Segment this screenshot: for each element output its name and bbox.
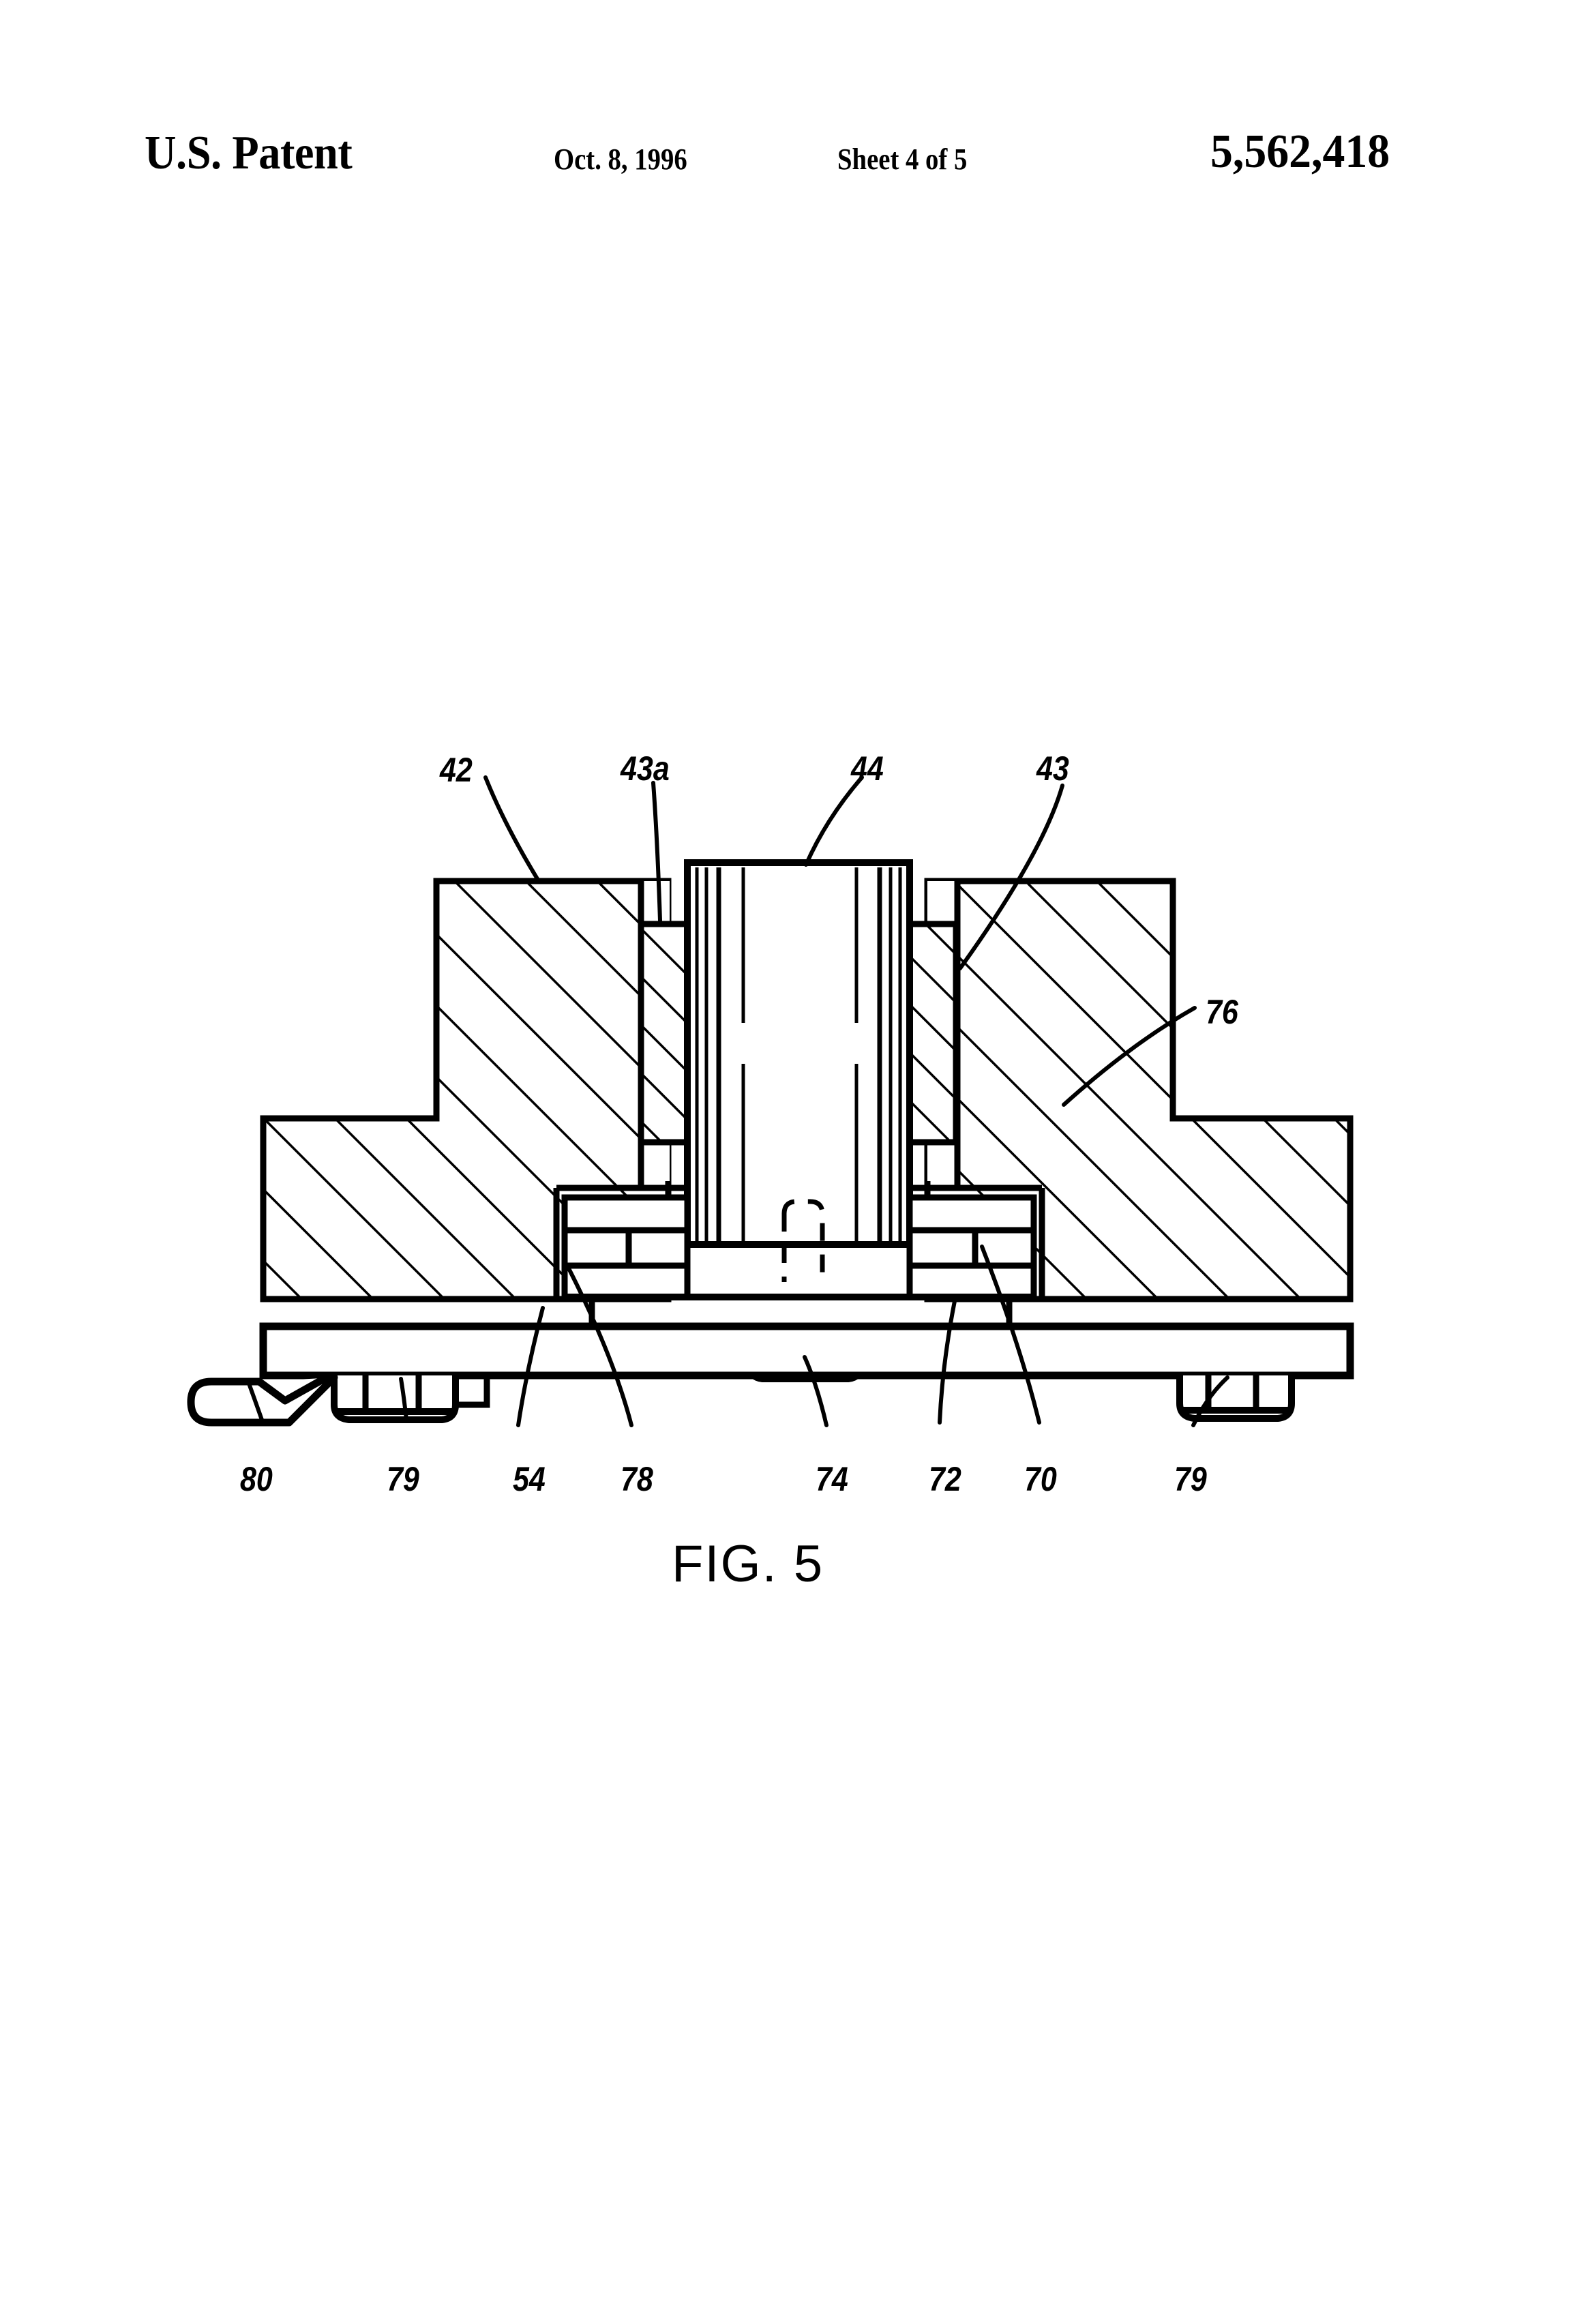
ref-numeral-54: 54: [513, 1460, 546, 1498]
leader-lines-top: [483, 775, 1064, 970]
ref-numeral-76: 76: [1206, 993, 1238, 1031]
patent-date: Oct. 8, 1996: [554, 143, 687, 176]
figure-linework: [187, 775, 1354, 1427]
ref-numeral-79l: 79: [387, 1460, 419, 1498]
left-pocket-top: [641, 881, 670, 926]
flange-plate-left-lower: [561, 1262, 691, 1300]
flange-plate-right-lower: [906, 1262, 1037, 1300]
hook-bolt-shank: [187, 1373, 338, 1427]
flange-plate-right-upper: [906, 1194, 1037, 1234]
ref-numeral-74: 74: [816, 1460, 848, 1498]
leader-72: [938, 1299, 957, 1425]
j-hook-bolt-80: [187, 1372, 338, 1427]
hook-bolt-bend: [256, 1372, 332, 1405]
leader-79-left: [399, 1377, 408, 1422]
central-column-44: [684, 859, 913, 1248]
leader-44: [804, 775, 864, 867]
leader-78: [567, 1266, 633, 1427]
flange-plate-right-middle: [906, 1227, 1037, 1269]
leader-79-right: [1191, 1375, 1229, 1427]
ref-numeral-80: 80: [240, 1460, 273, 1498]
leader-80: [246, 1380, 264, 1422]
leader-74: [803, 1355, 829, 1427]
left-pocket-bottom: [641, 1140, 670, 1181]
left-nut-washer-stub: [452, 1375, 490, 1408]
right-bushing-43: [905, 881, 961, 1187]
leader-lines-right: [1062, 1006, 1197, 1107]
leader-70: [980, 1245, 1041, 1425]
sheet-number: Sheet 4 of 5: [837, 143, 968, 176]
right-hex-nut-79: [1176, 1375, 1295, 1422]
lower-flange-assembly: [553, 1185, 1045, 1330]
figure-caption: FIG. 5: [672, 1535, 824, 1593]
ref-numeral-42: 42: [440, 751, 473, 789]
patent-office-title: U.S. Patent: [145, 127, 353, 179]
right-pocket-bottom: [927, 1140, 957, 1181]
ref-numeral-79r: 79: [1174, 1460, 1207, 1498]
ref-numeral-72: 72: [929, 1460, 961, 1498]
right-pocket-top: [927, 881, 957, 926]
base-plate-rect: [259, 1322, 1354, 1380]
leader-76: [1062, 1006, 1197, 1107]
patent-number: 5,562,418: [1210, 125, 1390, 178]
ref-numeral-43: 43: [1036, 749, 1069, 788]
ref-numeral-78: 78: [621, 1460, 653, 1498]
ref-numeral-44: 44: [851, 749, 884, 788]
leader-54: [516, 1306, 545, 1427]
leader-42: [483, 775, 541, 883]
base-plate-54: [259, 1322, 1354, 1380]
patent-header: U.S. Patent Oct. 8, 1996 Sheet 4 of 5 5,…: [0, 0, 1582, 205]
leader-43: [958, 784, 1064, 970]
column-outer-body: [684, 859, 913, 1248]
right-bushing-hatch: [908, 924, 956, 1142]
leader-43a: [651, 781, 662, 923]
flange-plate-left-upper: [561, 1194, 691, 1234]
left-bushing-hatch: [641, 924, 689, 1142]
left-bushing-43a: [638, 881, 692, 1187]
leader-lines-bottom: [246, 1245, 1229, 1427]
ref-numeral-43a: 43a: [621, 749, 670, 788]
hidden-bore-dashed-74: [781, 1199, 825, 1282]
left-hex-nut-79: [331, 1375, 490, 1423]
ref-numeral-70: 70: [1024, 1460, 1057, 1498]
